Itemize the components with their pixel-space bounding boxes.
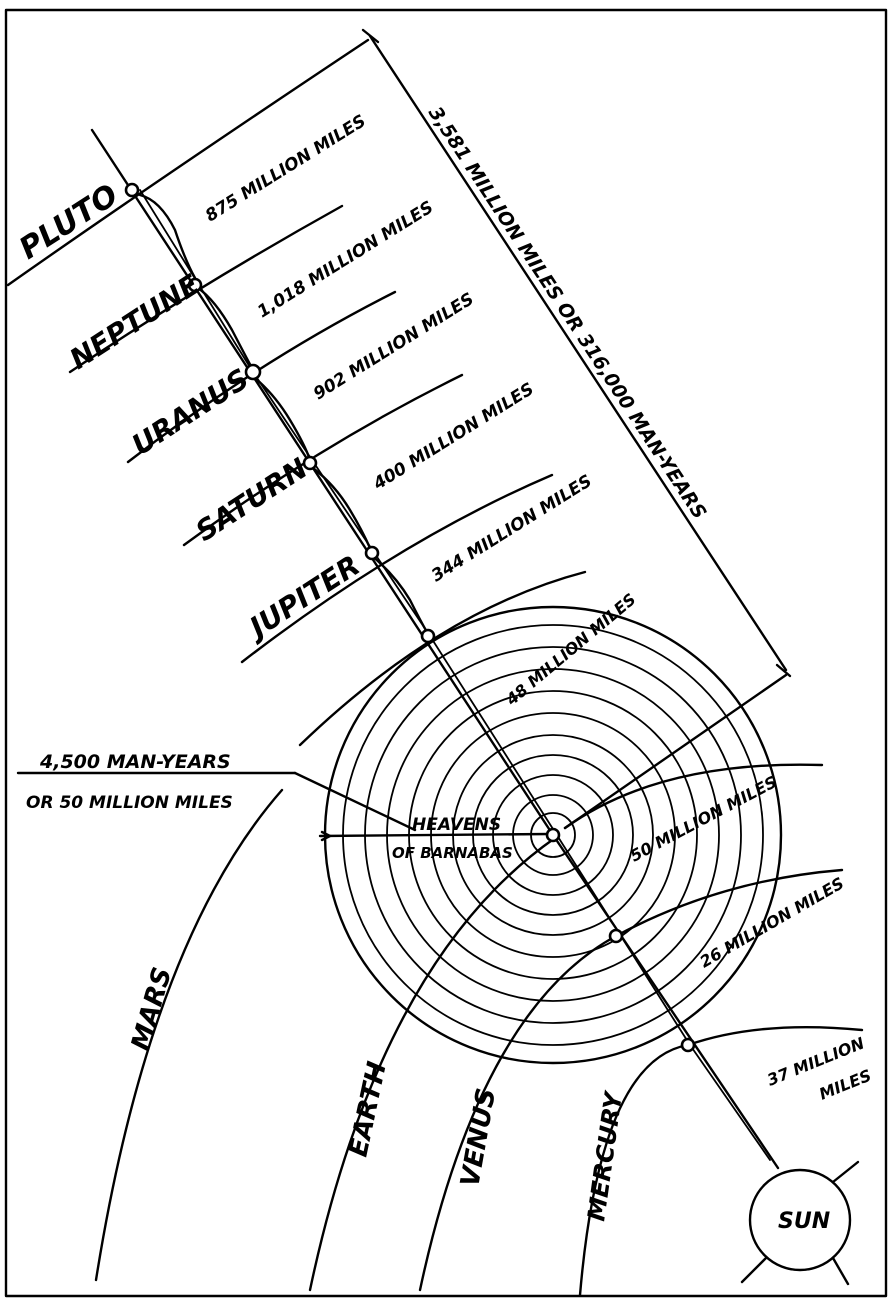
heavens-node [545, 827, 561, 843]
uranus-node [244, 363, 262, 381]
distance-saturn-jupiter: 400 MILLION MILES [369, 379, 537, 495]
asteroid-node [420, 628, 436, 644]
pluto-node [124, 182, 140, 198]
neptune-label: NEPTUNE [64, 268, 206, 376]
mercury-orbit [578, 1025, 864, 1297]
barnabas-miles: OR 50 MILLION MILES [26, 793, 233, 813]
jupiter-node [364, 545, 380, 561]
mars-label: MARS [126, 964, 178, 1054]
saturn-label: SATURN [190, 452, 314, 548]
saturn-node [302, 455, 318, 471]
distance-venus-mercury-2: MILES [816, 1066, 874, 1104]
distance-jupiter-asteroids: 344 MILLION MILES [428, 471, 596, 586]
venus-label: VENUS [455, 1086, 502, 1189]
total-measure [361, 28, 792, 830]
venus-node [608, 928, 624, 944]
distance-pluto-neptune: 875 MILLION MILES [202, 111, 370, 226]
sun: SUN [740, 1160, 860, 1286]
pluto-orbit [6, 38, 370, 287]
barnabas-labels: 4,500 MAN-YEARS OR 50 MILLION MILES HEAV… [26, 751, 513, 862]
spine-braces [138, 193, 430, 636]
barnabas-man-years: 4,500 MAN-YEARS [39, 751, 231, 773]
planet-nodes [124, 182, 696, 1053]
neptune-node [187, 277, 203, 293]
mars-orbit [94, 788, 284, 1282]
earth-label: EARTH [344, 1059, 393, 1160]
planet-labels: PLUTO NEPTUNE URANUS SATURN JUPITER MARS… [13, 178, 628, 1223]
asteroid-orbit [298, 570, 587, 747]
distance-uranus-saturn: 902 MILLION MILES [310, 289, 478, 404]
heavens-label: HEAVENS [412, 815, 501, 835]
distance-neptune-uranus: 1,018 MILLION MILES [254, 197, 437, 322]
saturn-orbit [182, 373, 464, 547]
jupiter-label: JUPITER [240, 549, 366, 647]
barnabas-leader [16, 771, 552, 842]
pluto-label: PLUTO [13, 178, 124, 267]
mercury-node [680, 1037, 696, 1053]
barnabas-label: OF BARNABAS [392, 844, 513, 862]
neptune-orbit [68, 204, 344, 374]
uranus-label: URANUS [126, 362, 255, 462]
earth-orbit [308, 836, 557, 1292]
jupiter-orbit [240, 473, 554, 664]
frame-border [4, 8, 888, 1298]
sun-label: SUN [778, 1209, 830, 1234]
mercury-label: MERCURY [582, 1088, 628, 1223]
uranus-orbit [126, 290, 397, 464]
venus-orbit [418, 868, 844, 1292]
